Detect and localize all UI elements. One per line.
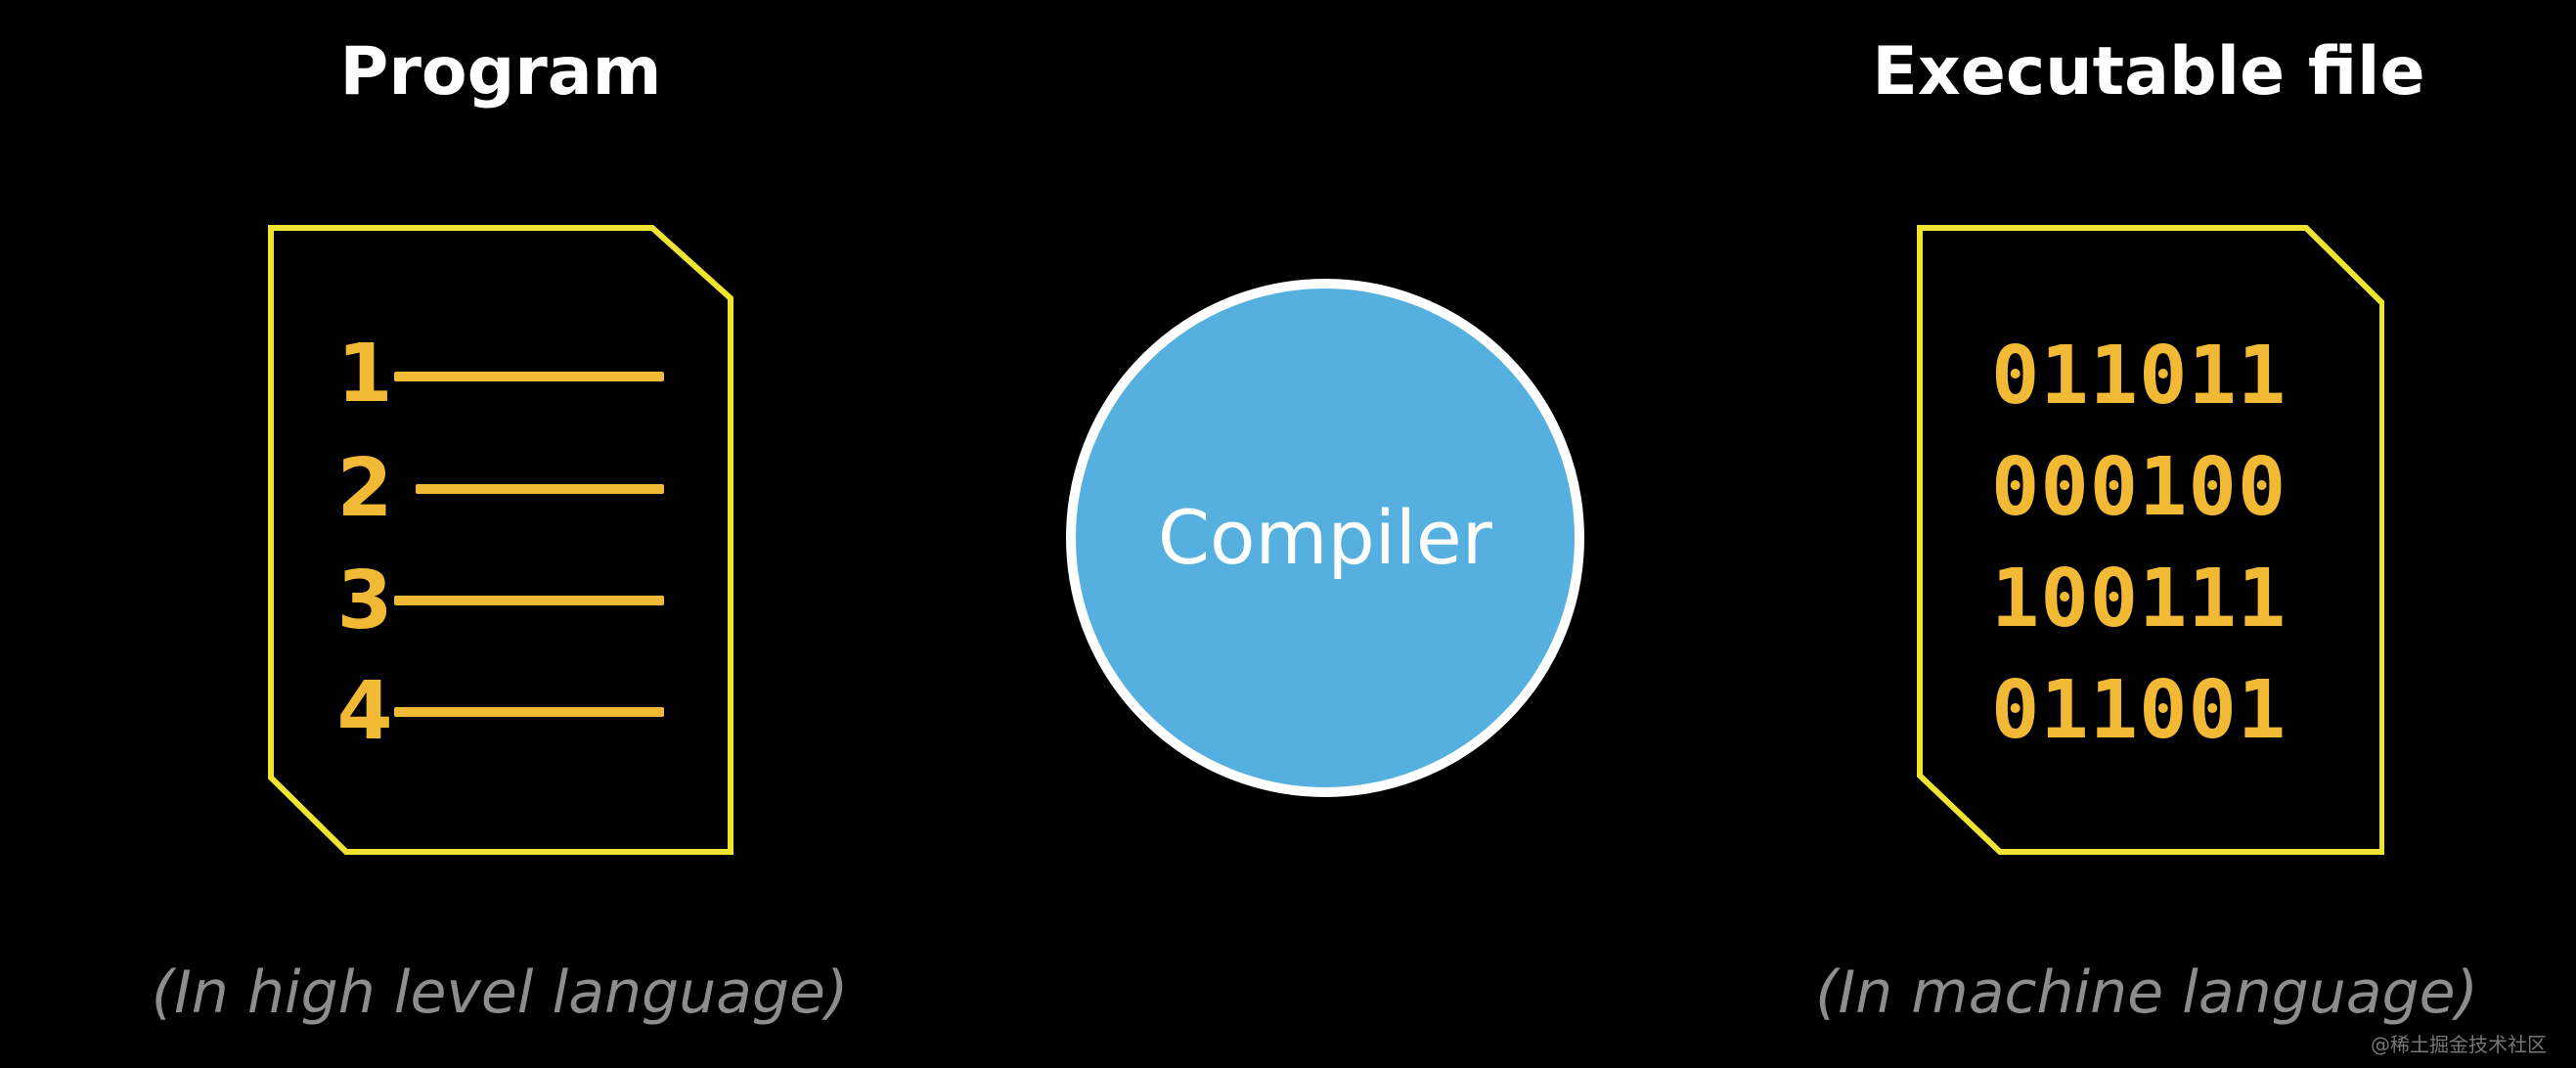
compiler-label: Compiler xyxy=(1157,494,1493,581)
line-number-4: 4 xyxy=(336,665,393,758)
executable-file-title: Executable file xyxy=(1872,33,2425,111)
compiler-circle: Compiler xyxy=(1066,279,1584,797)
code-line-1 xyxy=(394,372,664,381)
program-document-icon xyxy=(268,225,733,855)
line-number-1: 1 xyxy=(336,328,393,421)
line-number-3: 3 xyxy=(336,555,393,647)
binary-row-3: 100111 xyxy=(1991,553,2287,645)
code-line-3 xyxy=(394,596,664,605)
program-title: Program xyxy=(339,33,662,111)
binary-row-1: 011011 xyxy=(1991,330,2287,423)
binary-row-2: 000100 xyxy=(1991,441,2287,534)
machine-language-subtitle: (In machine language) xyxy=(1815,958,2478,1027)
code-line-4 xyxy=(394,707,664,717)
watermark: @稀土掘金技术社区 xyxy=(2371,1033,2547,1056)
code-line-2 xyxy=(416,484,664,494)
binary-row-4: 011001 xyxy=(1991,664,2287,757)
executable-document-icon xyxy=(1917,225,2384,855)
high-level-language-subtitle: (In high level language) xyxy=(151,958,849,1027)
line-number-2: 2 xyxy=(336,442,393,535)
